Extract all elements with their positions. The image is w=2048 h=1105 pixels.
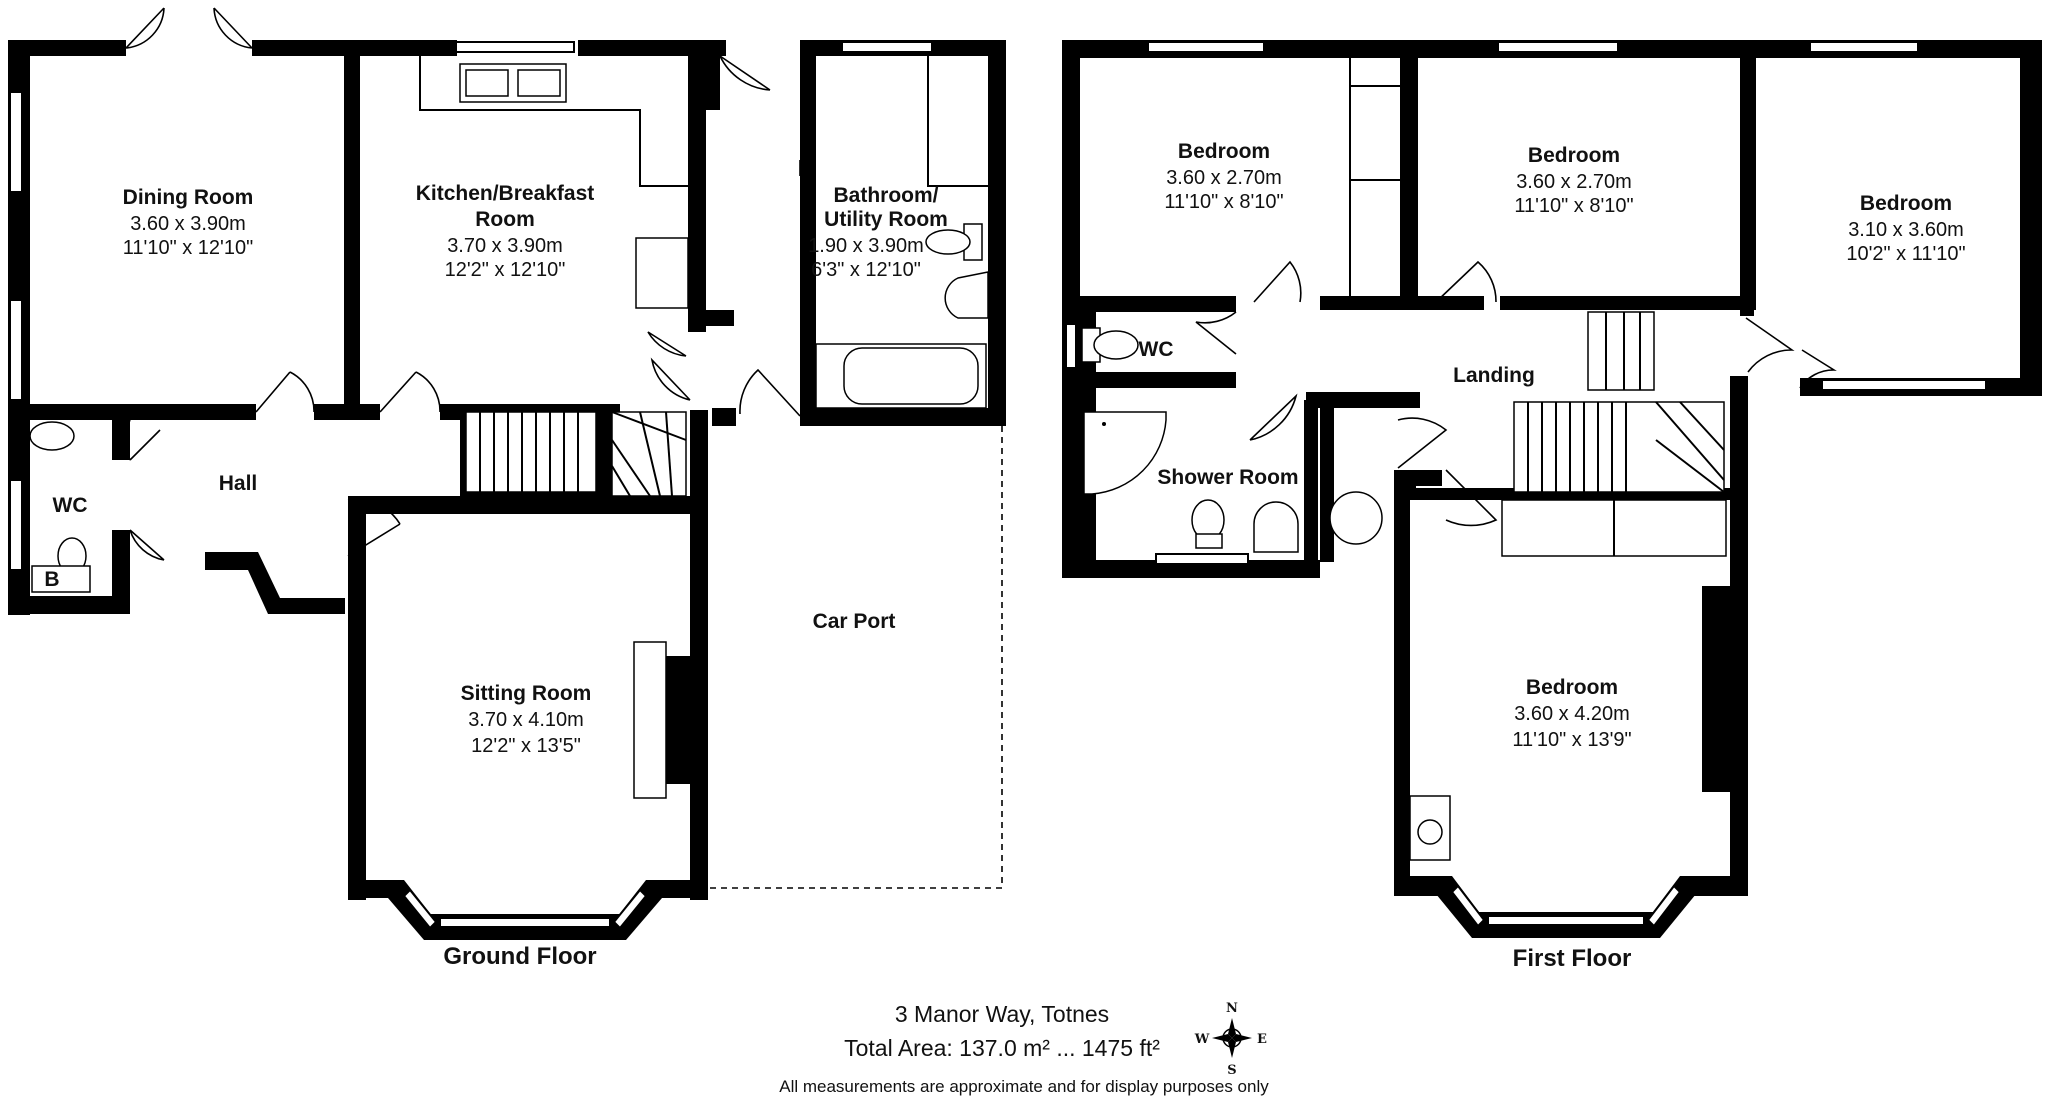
- bathroom-fittings: [815, 56, 989, 409]
- boiler-label: B: [44, 568, 59, 591]
- sitting-room-bay-window: [388, 880, 662, 940]
- first-floor-label: First Floor: [1513, 945, 1632, 972]
- first-floor-labels: Bedroom 3.60 x 2.70m 11'10" x 8'10" Bedr…: [1139, 140, 1966, 972]
- bedroom-wardrobe: [1409, 499, 1730, 861]
- compass-w: W: [1194, 1032, 1210, 1047]
- kitchen-imperial: 12'2" x 12'10": [445, 259, 566, 281]
- sitting-room-imperial: 12'2" x 13'5": [471, 735, 581, 757]
- kitchen-fittings: [419, 56, 689, 309]
- bedroom1-name: Bedroom: [1178, 140, 1270, 163]
- address: 3 Manor Way, Totnes: [895, 1001, 1109, 1027]
- compass-n: N: [1226, 1001, 1238, 1016]
- fireplace: [633, 641, 690, 799]
- bedroom1-metric: 3.60 x 2.70m: [1166, 167, 1282, 189]
- landing-name: Landing: [1453, 364, 1535, 387]
- bedroom4-imperial: 11'10" x 13'9": [1512, 729, 1631, 751]
- sitting-room-name: Sitting Room: [461, 682, 592, 705]
- ground-wc-name: WC: [53, 494, 88, 517]
- ground-floor-labels: Dining Room 3.60 x 3.90m 11'10" x 12'10"…: [44, 182, 947, 970]
- dining-room-name: Dining Room: [123, 186, 254, 209]
- kitchen-metric: 3.70 x 3.90m: [447, 235, 563, 257]
- first-wc-name: WC: [1139, 338, 1174, 361]
- first-floor-doors: [1195, 260, 1837, 527]
- ground-wc-fittings: [29, 421, 91, 593]
- dining-room-imperial: 11'10" x 12'10": [123, 237, 253, 259]
- total-area: Total Area: 137.0 m² ... 1475 ft²: [844, 1035, 1160, 1061]
- kitchen-name-line2: Room: [475, 208, 535, 231]
- bedroom2-imperial: 11'10" x 8'10": [1514, 195, 1633, 217]
- footer: 3 Manor Way, Totnes Total Area: 137.0 m²…: [779, 1001, 1269, 1096]
- bedroom4-metric: 3.60 x 4.20m: [1514, 703, 1630, 725]
- bedroom2-name: Bedroom: [1528, 144, 1620, 167]
- bedroom3-imperial: 10'2" x 11'10": [1846, 243, 1965, 265]
- first-floor-stairs: [1513, 311, 1725, 493]
- kitchen-name-line1: Kitchen/Breakfast: [416, 182, 595, 205]
- bedroom3-metric: 3.10 x 3.60m: [1848, 219, 1964, 241]
- sitting-room-metric: 3.70 x 4.10m: [468, 709, 584, 731]
- bedroom3-name: Bedroom: [1860, 192, 1952, 215]
- dining-room-metric: 3.60 x 3.90m: [130, 213, 246, 235]
- car-port-outline: [708, 426, 1003, 889]
- first-floor-sanitary: [1081, 327, 1383, 553]
- bedroom1-imperial: 11'10" x 8'10": [1164, 191, 1283, 213]
- disclaimer: All measurements are approximate and for…: [779, 1077, 1269, 1096]
- car-port-name: Car Port: [813, 610, 896, 633]
- bedroom2-metric: 3.60 x 2.70m: [1516, 171, 1632, 193]
- bedroom-wardrobe-top: [1349, 58, 1400, 296]
- compass-s: S: [1227, 1063, 1236, 1078]
- ground-floor-stairs: [460, 404, 687, 497]
- compass-icon: N S E W: [1194, 1001, 1267, 1078]
- hall-name: Hall: [219, 472, 258, 495]
- bedroom-bay-window: [1436, 876, 1696, 938]
- first-floor-windows: [1065, 41, 1987, 565]
- bathroom-name-line1: Bathroom/: [834, 184, 939, 207]
- bathroom-name-line2: Utility Room: [824, 208, 948, 231]
- ground-floor-label: Ground Floor: [443, 943, 596, 970]
- shower-room-name: Shower Room: [1157, 466, 1298, 489]
- bedroom4-name: Bedroom: [1526, 676, 1618, 699]
- bathroom-metric: 1.90 x 3.90m: [808, 235, 924, 257]
- ground-floor-windows: [9, 41, 933, 571]
- bathroom-imperial: 6'3" x 12'10": [811, 259, 921, 281]
- ground-floor-doors: [124, 7, 801, 561]
- compass-e: E: [1257, 1032, 1267, 1047]
